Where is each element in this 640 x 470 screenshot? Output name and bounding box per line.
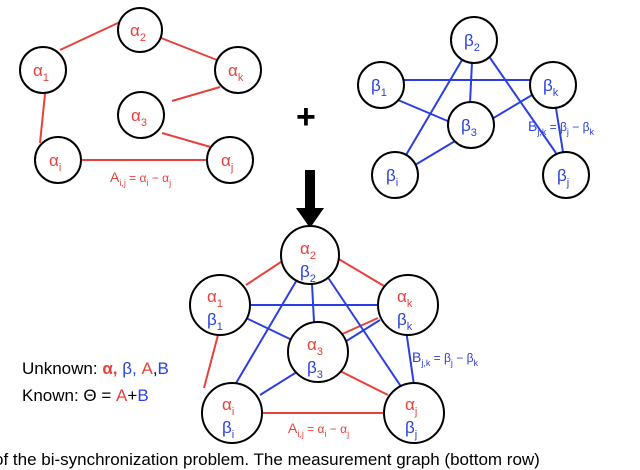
alpha-graph: α2 α1 αk α3 αi αj Ai,j = αi − αj bbox=[19, 7, 262, 188]
node-beta-2: β2 bbox=[450, 16, 498, 64]
edge-nk-nj bbox=[405, 329, 415, 386]
svg-text:β2: β2 bbox=[300, 262, 316, 285]
svg-text:αj: αj bbox=[221, 151, 233, 174]
svg-text:β1: β1 bbox=[371, 76, 387, 99]
edge-a2-ak bbox=[155, 35, 218, 61]
alpha-edge-formula: Ai,j = αi − αj bbox=[110, 169, 171, 188]
node-beta-3: β3 bbox=[447, 101, 495, 149]
node-alpha-i: αi bbox=[34, 136, 82, 184]
legend-known: Known: Θ = A+B bbox=[22, 386, 149, 405]
combined-alpha-edge-formula: Ai,j = αi − αj bbox=[288, 420, 349, 439]
node-beta-1: β1 bbox=[357, 61, 405, 109]
edge-nk-n3 bbox=[339, 317, 379, 336]
svg-text:αk: αk bbox=[228, 61, 244, 84]
svg-text:βi: βi bbox=[386, 166, 398, 189]
svg-text:α3: α3 bbox=[307, 335, 323, 358]
figure-caption: of the bi-synchronization problem. The m… bbox=[0, 450, 540, 469]
edge-bk-bj bbox=[554, 101, 564, 153]
node-alphai-betai: αi βi bbox=[201, 382, 263, 444]
node-alpha1-beta1: α1 β1 bbox=[189, 274, 251, 336]
beta-edge-formula: Bj,k = βj − βk bbox=[528, 118, 595, 137]
node-alpha2-beta2: α2 β2 bbox=[280, 225, 340, 285]
plus-sign: + bbox=[296, 98, 316, 136]
edge-n1-n2 bbox=[245, 259, 285, 286]
edge-n1-ni bbox=[203, 334, 219, 389]
node-beta-j: βj bbox=[542, 151, 590, 199]
edge-n2-nj bbox=[326, 275, 403, 389]
svg-text:αk: αk bbox=[397, 287, 413, 310]
svg-text:β3: β3 bbox=[461, 116, 477, 139]
node-beta-k: βk bbox=[529, 61, 577, 109]
svg-text:βi: βi bbox=[222, 418, 234, 441]
edge-b1-b3 bbox=[397, 99, 451, 123]
svg-text:α1: α1 bbox=[207, 287, 223, 310]
edge-a3-aj bbox=[161, 132, 215, 149]
legend-unknown: Unknown: α, β, A,B bbox=[22, 359, 169, 378]
node-alpha-2: α2 bbox=[117, 7, 163, 53]
legend: Unknown: α, β, A,B Known: Θ = A+B bbox=[22, 359, 169, 405]
svg-text:βj: βj bbox=[405, 418, 417, 441]
edge-n2-nk bbox=[336, 257, 385, 287]
edge-b2-b3 bbox=[469, 61, 473, 104]
svg-text:α2: α2 bbox=[130, 21, 146, 44]
edge-a1-a2 bbox=[59, 21, 121, 51]
node-alpha-j: αj bbox=[206, 136, 254, 184]
svg-text:βk: βk bbox=[543, 76, 559, 99]
node-beta-i: βi bbox=[371, 151, 419, 199]
edge-n2-ni bbox=[231, 277, 299, 391]
node-alphak-betak: αk βk bbox=[377, 274, 439, 336]
node-alpha3-beta3: α3 β3 bbox=[287, 321, 349, 383]
svg-text:β3: β3 bbox=[307, 358, 323, 381]
svg-text:αj: αj bbox=[405, 395, 417, 418]
svg-text:βk: βk bbox=[397, 310, 413, 333]
node-alpha-3: α3 bbox=[117, 91, 165, 139]
svg-text:α3: α3 bbox=[131, 106, 147, 129]
edge-b2-bj bbox=[487, 54, 557, 154]
node-alpha-1: α1 bbox=[19, 46, 67, 94]
svg-text:αi: αi bbox=[49, 151, 61, 174]
svg-text:β2: β2 bbox=[464, 31, 480, 54]
edge-b2-bi bbox=[405, 59, 463, 156]
edge-a1-ai bbox=[39, 93, 46, 144]
svg-text:α1: α1 bbox=[33, 61, 49, 84]
beta-graph: β2 β1 βk β3 βi βj Bj,k = βj − βk bbox=[357, 16, 595, 199]
edge-n3-nj bbox=[337, 369, 389, 396]
svg-text:βj: βj bbox=[557, 166, 569, 189]
down-arrow-icon bbox=[296, 170, 324, 228]
svg-text:α2: α2 bbox=[300, 239, 316, 262]
node-alpha-k: αk bbox=[214, 46, 262, 94]
node-alphaj-betaj: αj βj bbox=[383, 382, 445, 444]
combined-beta-edge-formula: Bj,k = βj − βk bbox=[412, 349, 479, 368]
svg-text:αi: αi bbox=[222, 395, 234, 418]
edge-n2-n3 bbox=[311, 283, 315, 323]
edge-ak-a3 bbox=[171, 86, 221, 102]
svg-text:β1: β1 bbox=[207, 310, 223, 333]
combined-graph: α2 β2 α1 β1 αk βk α3 β3 αi βi αj βj bbox=[189, 225, 479, 444]
